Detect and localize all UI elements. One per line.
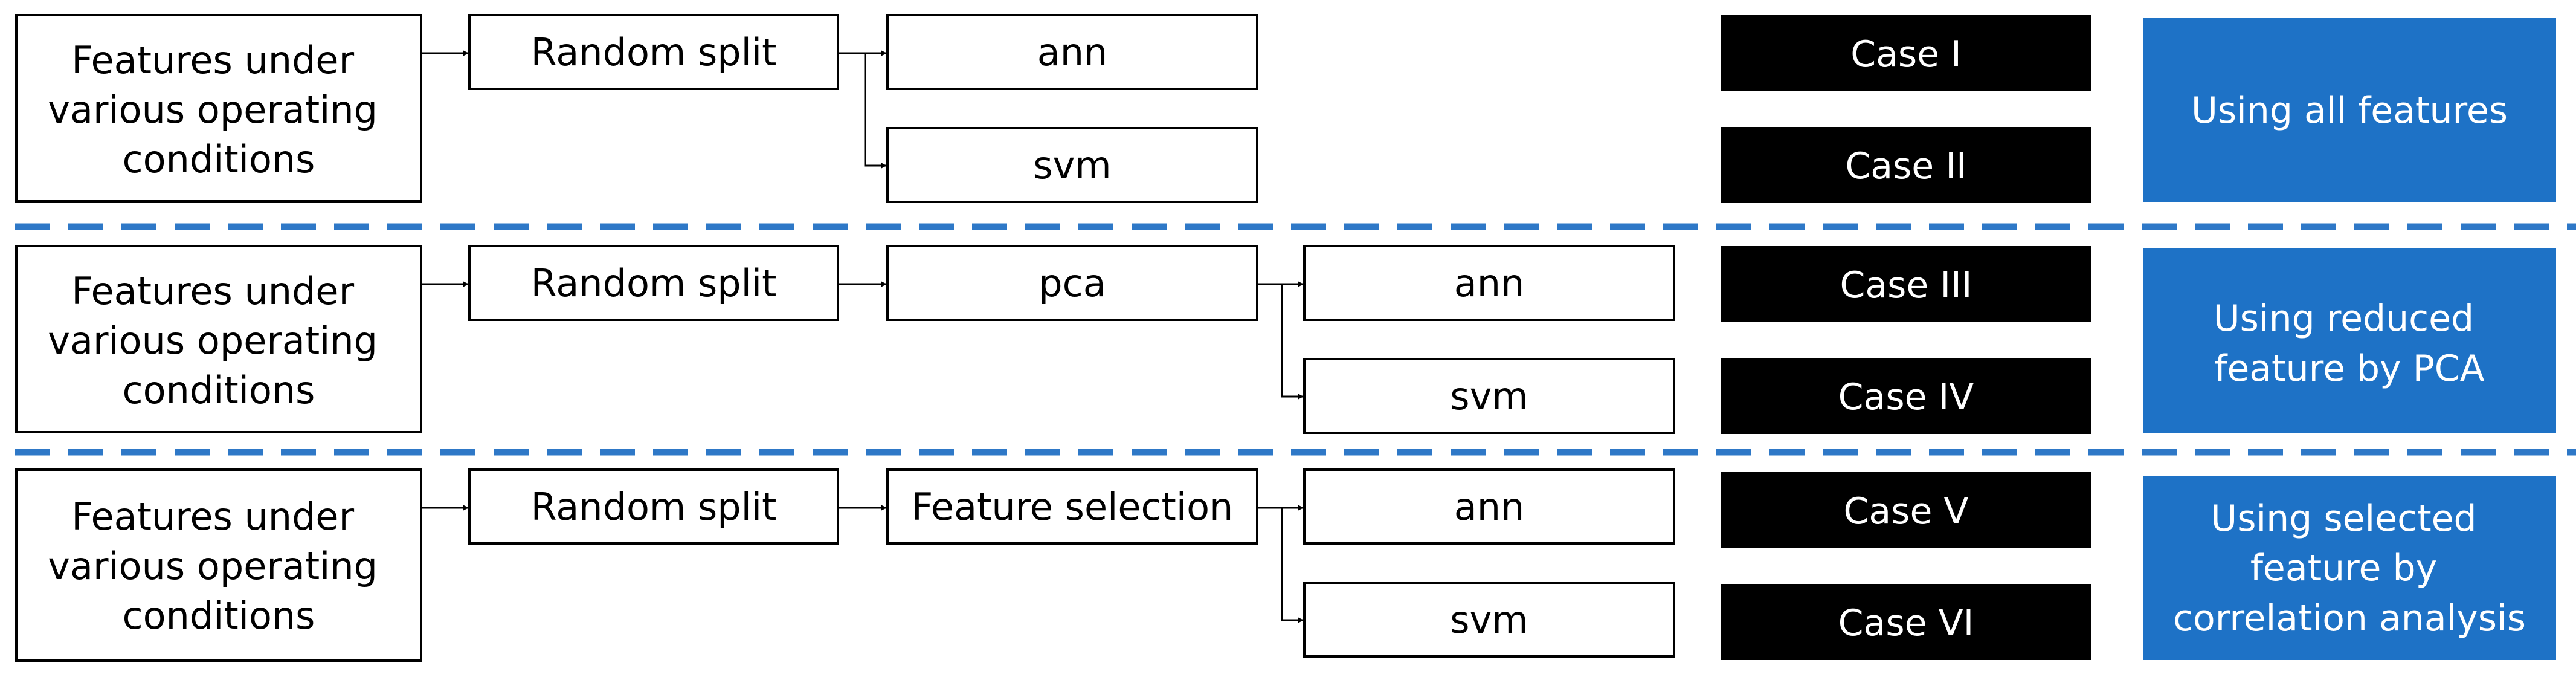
row-3: Features under various operating conditi… bbox=[15, 468, 2556, 662]
reduction-box-2 bbox=[886, 245, 1258, 321]
description-text-2: Using reduced feature by PCA bbox=[2214, 297, 2485, 390]
connector-reduction-svm-2 bbox=[1281, 284, 1304, 400]
source-box-1 bbox=[15, 14, 422, 203]
case-box-2 bbox=[1721, 127, 2091, 203]
connector-split-svm-1 bbox=[864, 53, 887, 169]
model-box-svm-1 bbox=[886, 127, 1258, 203]
row-1: Features under various operating conditi… bbox=[15, 14, 2556, 203]
model-text-ann-3: ann bbox=[1454, 485, 1525, 529]
description-text-3: Using selected feature by correlation an… bbox=[2173, 497, 2526, 640]
description-box-2 bbox=[2143, 248, 2556, 433]
model-text-ann-2: ann bbox=[1454, 261, 1525, 305]
description-box-3 bbox=[2143, 476, 2556, 660]
split-text-2: Random split bbox=[531, 261, 777, 305]
reduction-box-3 bbox=[886, 468, 1258, 545]
source-text-2: Features under various operating conditi… bbox=[48, 269, 389, 412]
case-text-4: Case IV bbox=[1838, 376, 1974, 418]
case-box-3 bbox=[1721, 246, 2091, 322]
connector-reduction-svm-3 bbox=[1281, 508, 1304, 623]
split-box-3 bbox=[468, 468, 839, 545]
model-box-svm-2 bbox=[1303, 358, 1675, 434]
source-box-2 bbox=[15, 245, 422, 433]
case-text-5: Case V bbox=[1844, 490, 1969, 533]
model-text-svm-1: svm bbox=[1033, 143, 1111, 187]
model-text-svm-2: svm bbox=[1450, 374, 1528, 418]
case-text-1: Case I bbox=[1850, 33, 1962, 76]
model-box-ann-1 bbox=[886, 14, 1258, 90]
row-2: Features under various operating conditi… bbox=[15, 245, 2556, 434]
source-text-3: Features under various operating conditi… bbox=[48, 494, 389, 638]
case-box-1 bbox=[1721, 15, 2091, 91]
model-box-ann-3 bbox=[1303, 468, 1675, 545]
source-text-1: Features under various operating conditi… bbox=[48, 38, 389, 181]
case-box-5 bbox=[1721, 472, 2091, 548]
description-box-1 bbox=[2143, 18, 2556, 202]
split-box-2 bbox=[468, 245, 839, 321]
case-text-2: Case II bbox=[1845, 145, 1966, 187]
case-box-6 bbox=[1721, 584, 2091, 660]
source-box-3 bbox=[15, 468, 422, 662]
description-text-1: Using all features bbox=[2191, 89, 2508, 132]
reduction-text-2: pca bbox=[1038, 261, 1106, 305]
split-box-1 bbox=[468, 14, 839, 90]
case-text-3: Case III bbox=[1840, 264, 1972, 306]
model-text-svm-3: svm bbox=[1450, 598, 1528, 642]
reduction-text-3: Feature selection bbox=[912, 485, 1234, 529]
case-text-6: Case VI bbox=[1838, 602, 1974, 644]
model-text-ann-1: ann bbox=[1037, 30, 1108, 74]
split-text-3: Random split bbox=[531, 485, 777, 529]
split-text-1: Random split bbox=[531, 30, 777, 74]
case-box-4 bbox=[1721, 358, 2091, 434]
model-box-svm-3 bbox=[1303, 582, 1675, 658]
model-box-ann-2 bbox=[1303, 245, 1675, 321]
